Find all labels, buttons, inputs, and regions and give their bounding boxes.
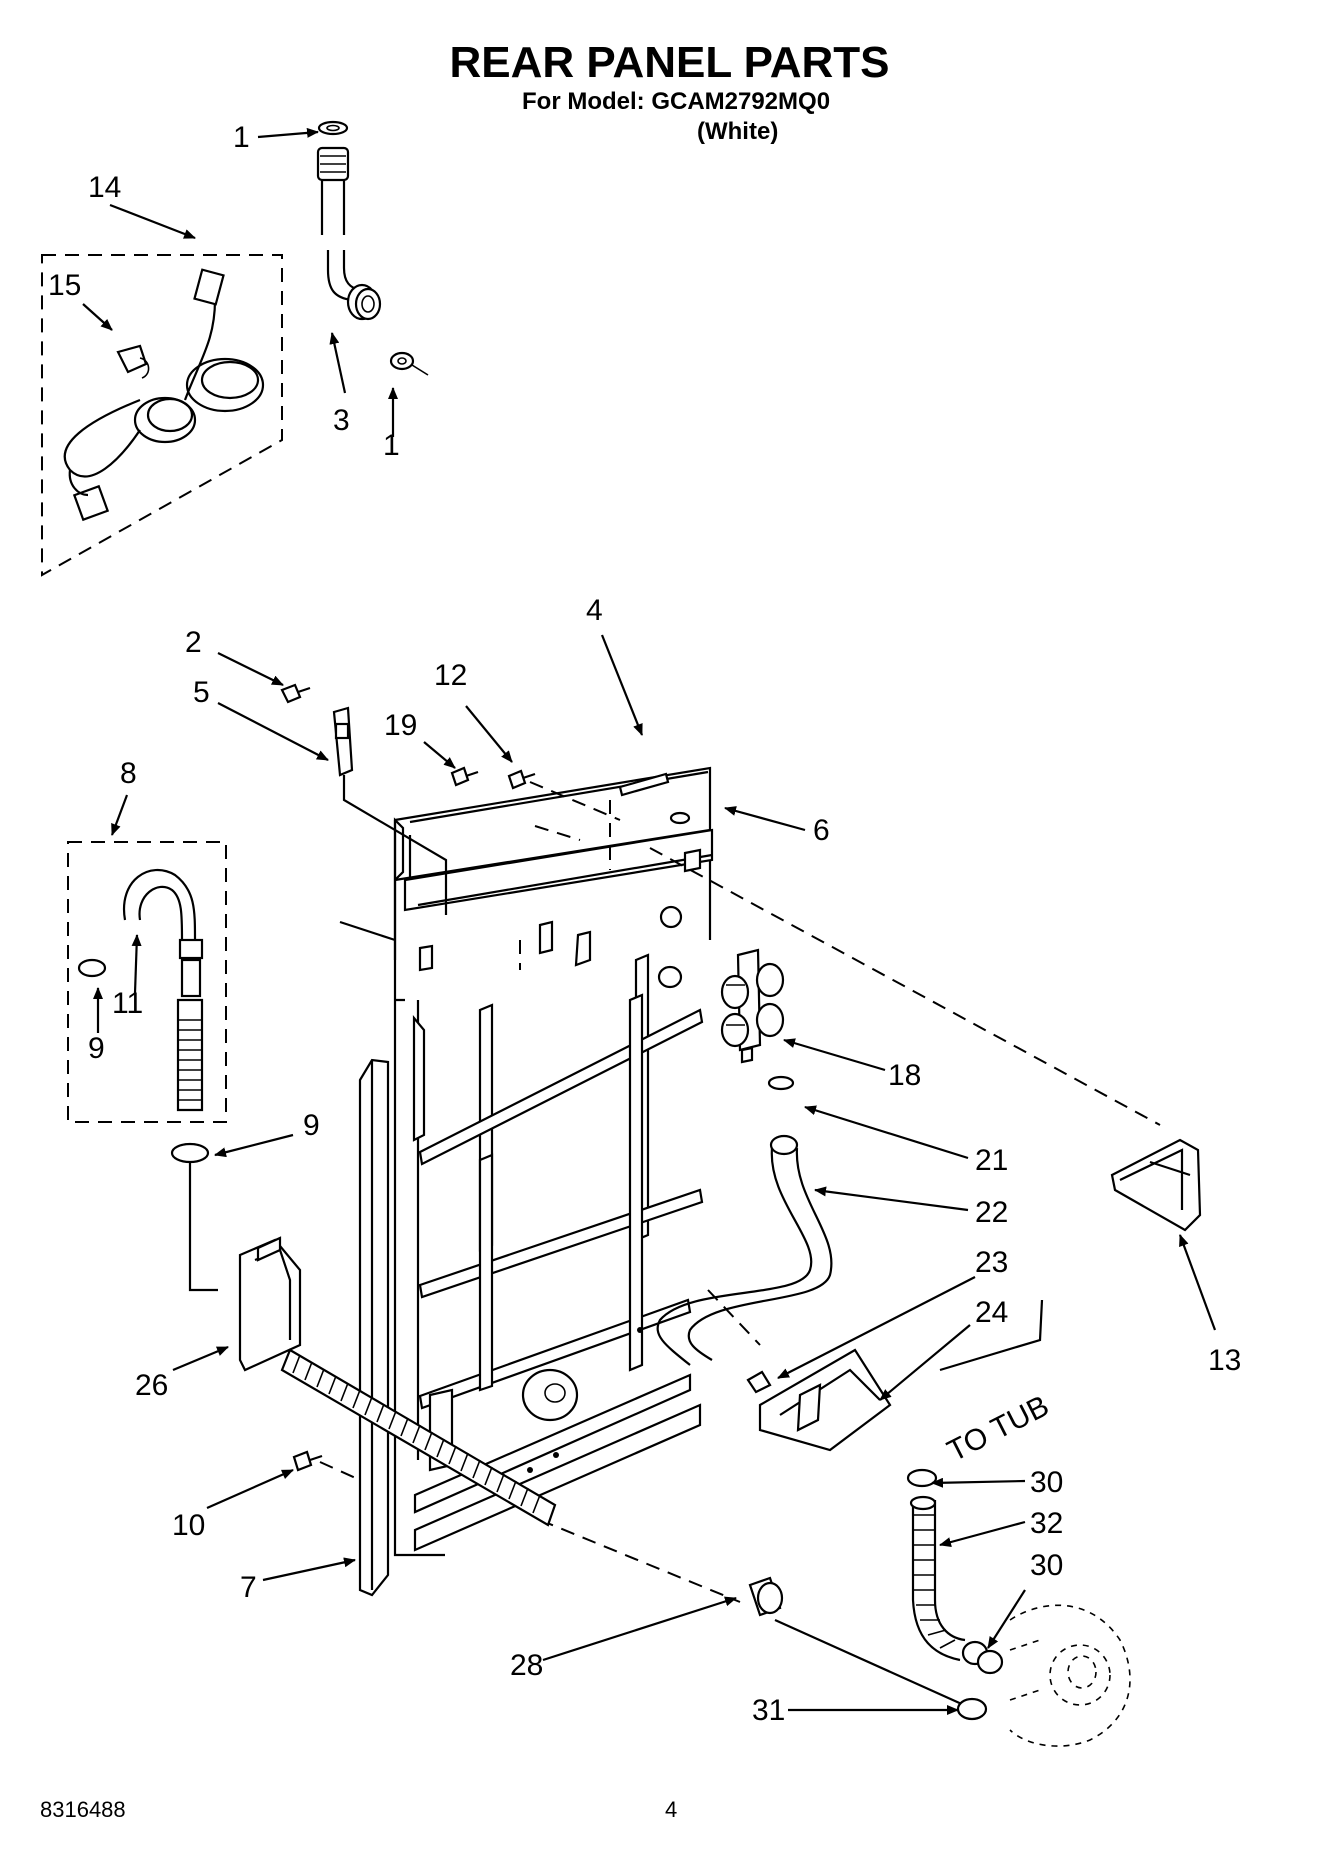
callout-1-bottom: 1 [383, 429, 400, 462]
inlet-hose-group [316, 120, 429, 376]
leader-lines [82, 127, 1217, 1715]
power-cord-group [41, 254, 283, 577]
bracket [332, 706, 448, 915]
callout-10: 10 [172, 1509, 205, 1542]
callout-1-top: 1 [233, 121, 250, 154]
screws [280, 683, 536, 1481]
clamp-28 [748, 1576, 976, 1712]
hose-bracket [238, 1236, 302, 1372]
document-number: 8316488 [40, 1797, 126, 1822]
bracket-13 [1110, 1138, 1202, 1232]
callout-14: 14 [88, 171, 121, 204]
color-line: (White) [697, 118, 779, 145]
callout-11: 11 [112, 987, 143, 1020]
page-number: 4 [665, 1797, 678, 1822]
strip [618, 772, 670, 797]
callout-3: 3 [333, 404, 350, 437]
callout-30-bottom: 30 [1030, 1549, 1063, 1582]
callout-6: 6 [813, 814, 830, 847]
pump-bracket [746, 1348, 892, 1452]
callout-13: 13 [1208, 1344, 1241, 1377]
callout-31: 31 [752, 1694, 785, 1727]
corrugated-hose [280, 1348, 557, 1527]
callout-15: 15 [48, 269, 81, 302]
drain-hose-group [67, 841, 227, 1292]
callout-21: 21 [975, 1144, 1008, 1177]
callout-22: 22 [975, 1196, 1008, 1229]
callout-12: 12 [434, 659, 467, 692]
side-channel [358, 1058, 390, 1597]
callout-24: 24 [975, 1296, 1008, 1329]
page-title: REAR PANEL PARTS [449, 38, 890, 87]
callout-30-top: 30 [1030, 1466, 1063, 1499]
callout-5: 5 [193, 676, 210, 709]
callout-7: 7 [240, 1571, 257, 1604]
callout-labels: 1 1 3 14 15 2 5 4 12 19 6 8 11 9 18 9 21… [48, 121, 1241, 1727]
water-valve [720, 948, 785, 1064]
callout-9-outer: 9 [303, 1109, 320, 1142]
callout-8: 8 [120, 757, 137, 790]
callout-32: 32 [1030, 1507, 1063, 1540]
callout-18: 18 [888, 1059, 921, 1092]
callout-28: 28 [510, 1649, 543, 1682]
callout-26: 26 [135, 1369, 168, 1402]
callout-23: 23 [975, 1246, 1008, 1279]
callout-19: 19 [384, 709, 417, 742]
rear-panel [339, 766, 714, 1557]
callout-9-inner: 9 [88, 1032, 105, 1065]
to-tub-label: TO TUB [942, 1389, 1054, 1468]
fill-hose [656, 1075, 833, 1366]
model-line: For Model: GCAM2792MQ0 [522, 88, 831, 115]
callout-2: 2 [185, 626, 202, 659]
callout-4: 4 [586, 594, 603, 627]
pump-body [906, 1468, 1131, 1747]
to-tub-line [939, 1299, 1044, 1372]
